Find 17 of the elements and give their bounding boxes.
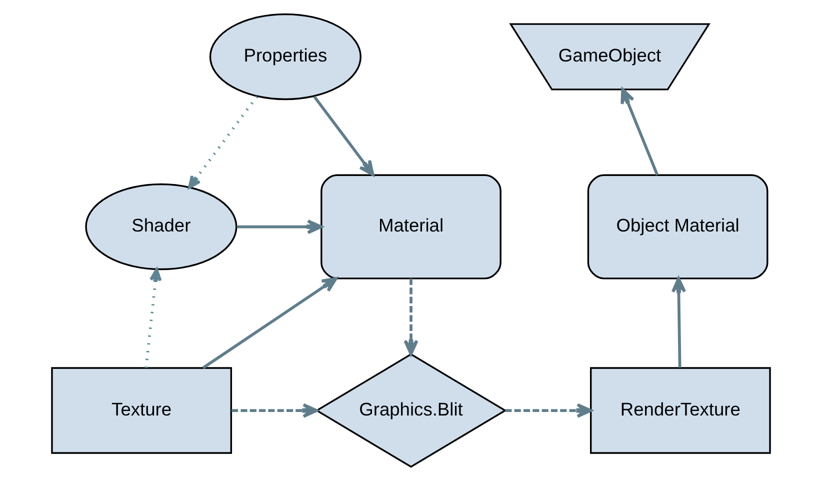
node-ellipse: Properties <box>209 12 362 100</box>
arrow <box>313 95 374 176</box>
arrow <box>505 402 592 418</box>
node-box: Material <box>320 174 502 279</box>
node-box: Texture <box>51 366 232 454</box>
arrow <box>144 268 162 368</box>
arrow <box>236 218 323 234</box>
arrow <box>202 276 338 369</box>
node-box: RenderTexture <box>590 366 771 454</box>
arrow <box>671 276 686 368</box>
arrow <box>232 402 318 418</box>
arrow <box>188 95 258 188</box>
node-box: Object Material <box>587 174 768 279</box>
arrow <box>404 278 418 355</box>
arrow <box>620 88 659 176</box>
node-diamond: Graphics.Blit <box>315 352 507 468</box>
node-ellipse: Shader <box>85 182 238 270</box>
